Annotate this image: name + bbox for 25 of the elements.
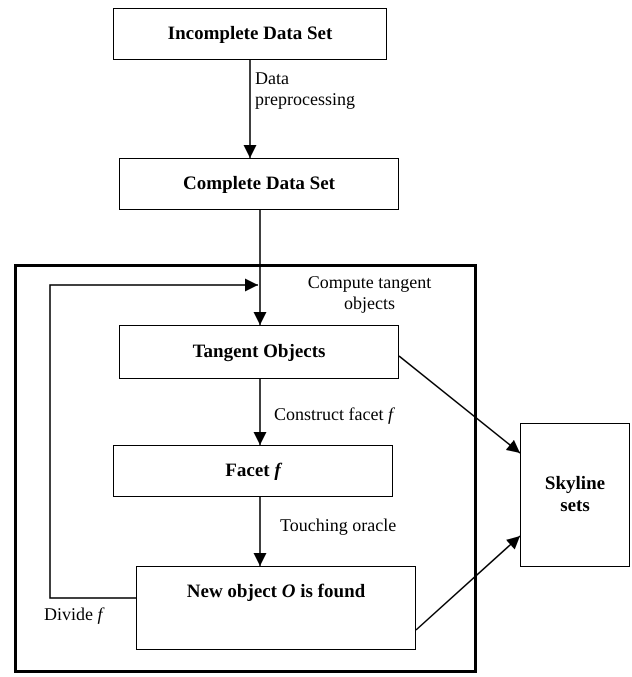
box-label: Skyline sets: [544, 473, 606, 517]
box-label: Complete Data Set: [183, 173, 335, 195]
box-label: New object O is found: [186, 581, 366, 603]
process-box: [520, 423, 630, 567]
edge-label: Touching oracle: [280, 515, 398, 536]
edge-label: Compute tangent objects: [306, 272, 432, 314]
edge-label: Data preprocessing: [255, 68, 356, 110]
arrow: [398, 355, 520, 454]
edge-label: Construct facet f: [274, 404, 396, 425]
edge-label: Divide f: [44, 604, 106, 625]
box-label: Tangent Objects: [192, 341, 326, 363]
process-box: [136, 566, 416, 650]
process-box: [119, 325, 399, 379]
arrow: [244, 60, 256, 158]
box-label: Facet f: [225, 460, 281, 482]
group-frame: [14, 264, 477, 673]
box-label: Incomplete Data Set: [168, 23, 332, 45]
process-box: [113, 8, 387, 60]
arrow: [254, 210, 266, 325]
process-box: [113, 445, 393, 497]
arrow: [254, 379, 266, 445]
arrow: [254, 497, 266, 566]
process-box: [119, 158, 399, 210]
arrow: [49, 278, 258, 599]
arrow: [416, 535, 520, 631]
